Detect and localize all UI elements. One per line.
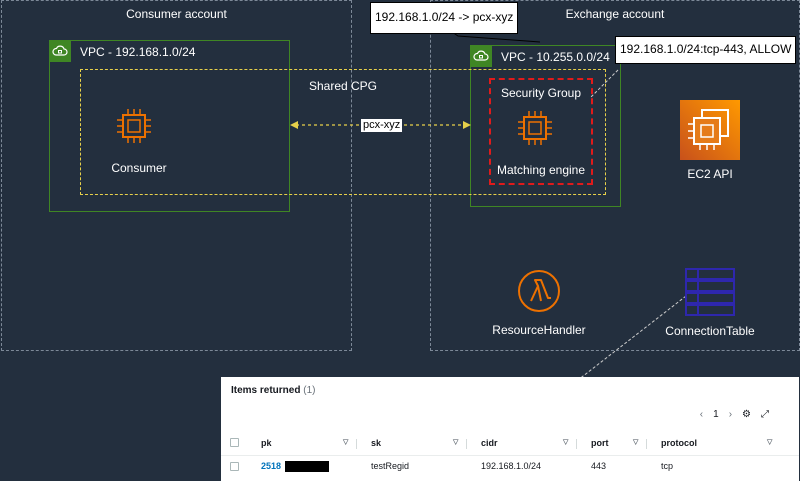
items-returned-label: Items returned [231,385,301,396]
column-divider [576,439,577,449]
connection-table-label: ConnectionTable [665,324,755,338]
consumer-instance-icon [117,109,151,143]
consumer-account-boundary: Consumer account [1,0,352,351]
table-header: pk ▽ sk ▽ cidr ▽ port ▽ protocol ▽ [221,435,799,456]
peering-arrow-right [463,121,471,129]
sort-icon[interactable]: ▽ [633,439,639,446]
shared-cpg-label: Shared CPG [308,79,378,93]
select-all-checkbox[interactable] [230,438,239,447]
sort-icon[interactable]: ▽ [563,439,569,446]
items-returned-title: Items returned (1) [231,385,315,396]
consumer-instance-label: Consumer [111,161,167,175]
sort-icon[interactable]: ▽ [343,439,349,446]
sg-callout-leader [590,69,619,98]
redaction-bar [284,461,329,473]
exchange-vpc: VPC - 10.255.0.0/24 [470,45,621,207]
lambda-icon [518,270,560,312]
table-row[interactable]: 2518 testRegid 192.168.1.0/24 443 tcp [221,458,799,476]
items-returned-count: (1) [303,385,316,396]
peering-connection-tag: pcx-xyz [361,119,403,132]
table-callout-leader [577,295,687,381]
cell-pk[interactable]: 2518 [261,461,329,473]
row-checkbox[interactable] [230,462,239,471]
column-header-port[interactable]: port [591,438,609,448]
column-divider [466,439,467,449]
exchange-account-title: Exchange account [565,7,665,21]
consumer-vpc-label: VPC - 192.168.1.0/24 [80,45,196,59]
peering-arrow-left [290,121,298,129]
matching-engine-icon [518,111,552,145]
resource-handler-label: ResourceHandler [492,323,586,337]
column-header-protocol[interactable]: protocol [661,438,697,448]
cell-sk: testRegid [371,461,410,471]
column-header-cidr[interactable]: cidr [481,438,498,448]
sort-icon[interactable]: ▽ [767,439,773,446]
cell-port: 443 [591,461,607,471]
gear-icon[interactable]: ⚙ [742,409,751,420]
security-group-label: Security Group [500,86,582,100]
pk-link[interactable]: 2518 [261,461,282,471]
column-divider [356,439,357,449]
cell-cidr: 192.168.1.0/24 [481,461,542,471]
shared-cpg-boundary: Shared CPG [80,69,606,195]
sort-icon[interactable]: ▽ [453,439,459,446]
next-page-icon[interactable]: › [728,409,733,420]
ec2-api-icon [680,100,740,160]
column-header-pk[interactable]: pk [261,438,272,448]
column-header-sk[interactable]: sk [371,438,382,448]
consumer-account-title: Consumer account [126,7,227,21]
matching-engine-label: Matching engine [496,163,586,177]
dynamodb-table-icon [685,268,735,316]
vpc-cloud-icon [470,45,492,67]
consumer-vpc: VPC - 192.168.1.0/24 [49,40,290,212]
security-group-boundary: Security Group Matching engine [489,78,593,185]
pagination: ‹ 1 › ⚙ ⤢ [700,409,769,420]
route-table-callout: 192.168.1.0/24 -> pcx-xyz [370,2,519,34]
expand-icon[interactable]: ⤢ [761,409,769,420]
exchange-vpc-label: VPC - 10.255.0.0/24 [501,50,610,64]
items-panel: Items returned (1) ‹ 1 › ⚙ ⤢ pk ▽ sk ▽ c… [221,377,799,481]
vpc-cloud-icon [49,40,71,62]
current-page[interactable]: 1 [713,409,719,420]
sg-rule-callout: 192.168.1.0/24:tcp-443, ALLOW [615,36,797,64]
ec2-api-label: EC2 API [687,167,733,181]
column-divider [646,439,647,449]
prev-page-icon[interactable]: ‹ [699,409,704,420]
cell-protocol: tcp [661,461,674,471]
